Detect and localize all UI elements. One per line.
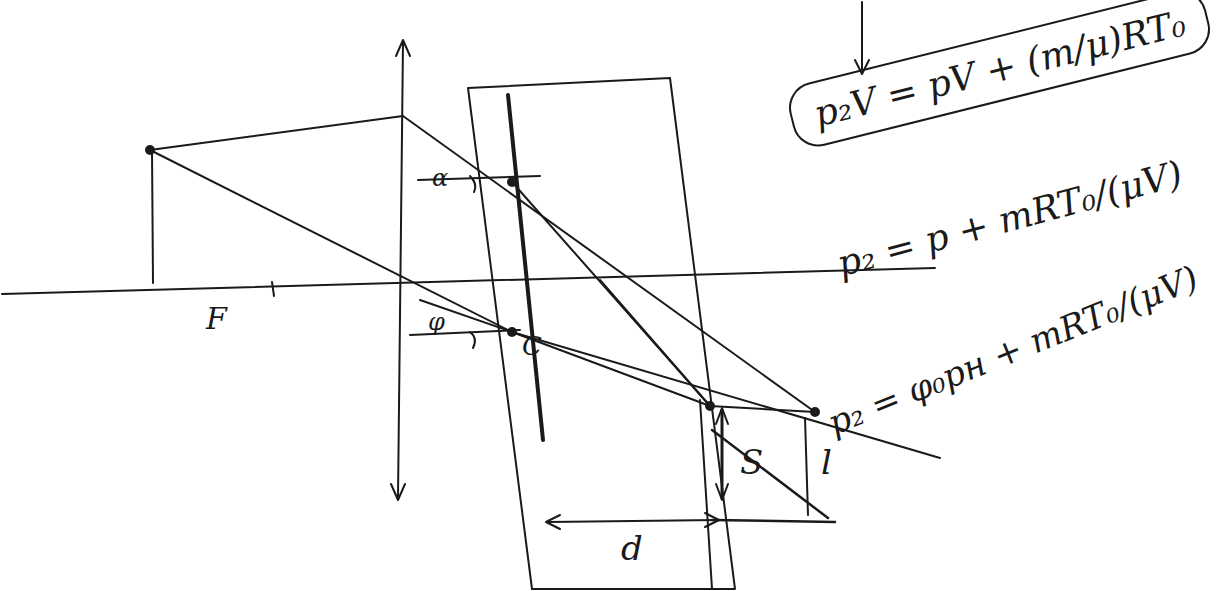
point-label: C — [522, 331, 542, 361]
pressure-formula: p₂ = p + mRT₀/(μV) — [833, 153, 1187, 285]
angle-label: α — [432, 164, 448, 192]
thickness-label: d — [621, 528, 643, 568]
shift-label: S — [740, 442, 763, 482]
angle-label: φ — [428, 308, 445, 336]
length-label: l — [821, 442, 832, 482]
pressure-formula: p₂ = φ₀pн + mRT₀/(μV) — [822, 257, 1204, 442]
formula-box: p₂V = pV + (m/μ)RT₀ — [784, 0, 1216, 152]
formula-text: p₂V = pV + (m/μ)RT₀ — [810, 2, 1190, 134]
focus-label: F — [206, 301, 227, 336]
